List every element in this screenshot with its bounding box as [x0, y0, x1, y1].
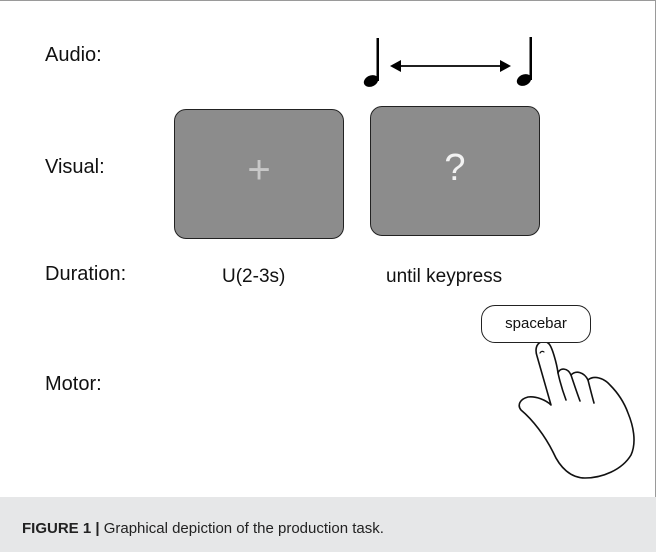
duration-first: U(2-3s)	[222, 266, 286, 287]
row-label-duration: Duration:	[45, 263, 127, 285]
row-label-audio: Audio:	[45, 44, 102, 66]
question-screen: ?	[370, 106, 540, 236]
fixation-cross: +	[247, 148, 271, 192]
row-label-visual: Visual:	[45, 156, 105, 178]
quarter-note-icon	[363, 38, 379, 87]
duration-second: until keypress	[386, 266, 503, 287]
figure-caption: FIGURE 1 | Graphical depiction of the pr…	[22, 520, 384, 537]
pointing-hand-icon	[518, 340, 635, 479]
double-arrow-icon	[390, 60, 511, 72]
caption-text: Graphical depiction of the production ta…	[99, 520, 384, 537]
caption-label: FIGURE 1 |	[22, 520, 100, 537]
spacebar-key: spacebar	[481, 305, 591, 343]
caption-bar	[0, 497, 656, 552]
fixation-screen: +	[174, 109, 344, 239]
question-mark: ?	[444, 147, 466, 189]
row-label-motor: Motor:	[45, 373, 102, 395]
quarter-note-icon	[516, 37, 532, 86]
